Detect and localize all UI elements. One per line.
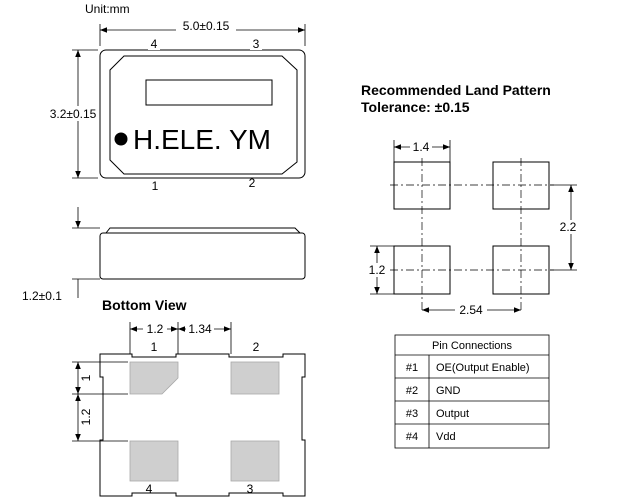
unit-label: Unit:mm xyxy=(85,2,130,16)
length-dimension: 5.0±0.15 xyxy=(183,19,230,33)
pad-height-dimension: 1 xyxy=(79,374,93,381)
pin-table-header: Pin Connections xyxy=(432,340,513,352)
pin-table-function: Vdd xyxy=(436,431,456,443)
bottom-pad-3 xyxy=(230,440,280,482)
top-view: Unit:mm 5.0±0.15 3.2±0.15 H.ELE. YM 4 3 … xyxy=(40,2,306,193)
bottom-pad-4 xyxy=(129,440,179,482)
pin-table-pin: #1 xyxy=(406,362,418,374)
land-height-dimension: 1.2 xyxy=(369,263,386,277)
bottom-view: Bottom View 1.2 1.34 1 1.2 1 2 3 4 xyxy=(72,297,306,497)
bottom-view-title: Bottom View xyxy=(102,297,187,313)
land-width-dimension: 1.4 xyxy=(413,140,430,154)
package-marking: H.ELE. YM xyxy=(133,124,271,155)
top-pin-2-label: 2 xyxy=(249,176,256,190)
bottom-pad-2 xyxy=(230,361,280,395)
pin-table-function: GND xyxy=(436,385,461,397)
pin-table-pin: #3 xyxy=(406,408,418,420)
pin-table-function: Output xyxy=(436,408,469,420)
height-dimension: 1.2±0.1 xyxy=(22,289,62,303)
side-view: 1.2±0.1 xyxy=(22,207,306,303)
land-pattern-title: Recommended Land Pattern xyxy=(361,82,551,98)
top-pin-3-label: 3 xyxy=(253,37,260,51)
bottom-pin-1-label: 1 xyxy=(151,340,158,354)
pad-vgap-dimension: 1.2 xyxy=(79,408,93,425)
bottom-pin-4-label: 4 xyxy=(146,482,153,496)
bottom-pad-1 xyxy=(129,361,179,395)
pin-table-pin: #4 xyxy=(406,431,418,443)
bottom-pin-3-label: 3 xyxy=(247,482,254,496)
pin-table-function: OE(Output Enable) xyxy=(436,362,530,374)
pad-gap-dimension: 1.34 xyxy=(188,322,212,336)
pin-table-pin: #2 xyxy=(406,385,418,397)
land-pattern: Recommended Land Pattern Tolerance: ±0.1… xyxy=(361,82,581,317)
width-dimension: 3.2±0.15 xyxy=(50,107,97,121)
pin-connections-table: Pin Connections #1 OE(Output Enable) #2 … xyxy=(394,334,550,449)
land-vpitch-dimension: 2.2 xyxy=(560,220,577,234)
land-pattern-tolerance: Tolerance: ±0.15 xyxy=(361,99,470,115)
top-pin-1-label: 1 xyxy=(152,179,159,193)
top-pin-4-label: 4 xyxy=(151,37,158,51)
bottom-pin-2-label: 2 xyxy=(253,340,260,354)
land-hpitch-dimension: 2.54 xyxy=(459,303,483,317)
pad-width-dimension: 1.2 xyxy=(147,322,164,336)
